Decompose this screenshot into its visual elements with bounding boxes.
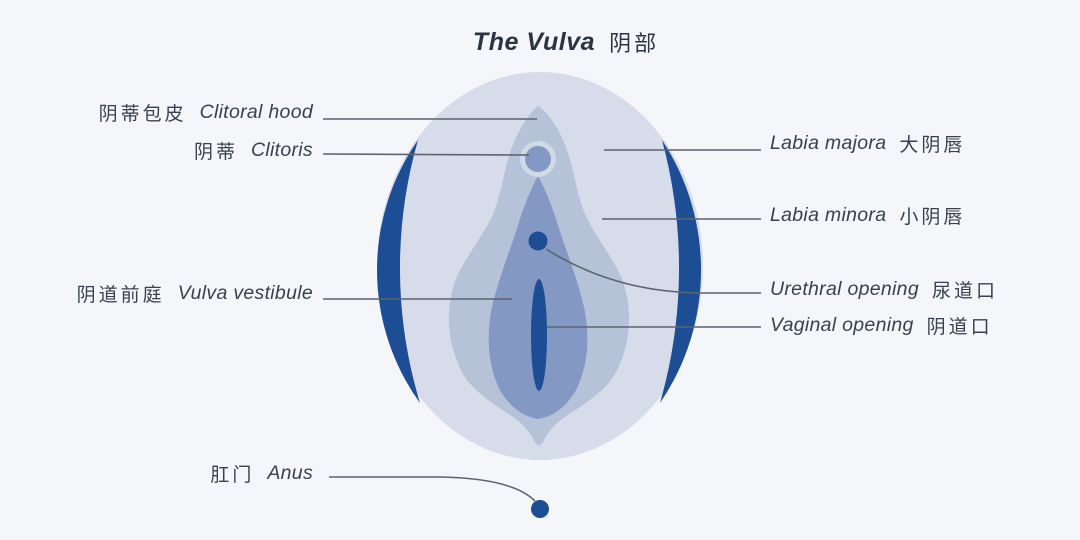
clitoris-shape <box>525 146 551 172</box>
label-vaginal-opening: Vaginal opening 阴道口 <box>770 311 993 339</box>
labia-minora-zh: 小阴唇 <box>899 206 966 228</box>
urethral-opening-en: Urethral opening <box>770 277 919 300</box>
anus-dot <box>531 500 549 518</box>
label-clitoris: 阴蒂 Clitoris <box>194 136 313 164</box>
clitoris-zh: 阴蒂 <box>193 141 238 163</box>
connector-lines <box>322 118 761 502</box>
title-chinese: 阴部 <box>609 31 660 56</box>
vulva-vestibule-en: Vulva vestibule <box>177 281 313 304</box>
left-crescent-shape <box>377 140 420 403</box>
label-clitoral-hood: 阴蒂包皮 Clitoral hood <box>99 98 313 126</box>
vulva-vestibule-zh: 阴道前庭 <box>76 284 165 306</box>
clitoris-line <box>322 153 530 156</box>
page-title: The Vulva 阴部 <box>473 26 659 58</box>
labia-majora-en: Labia majora <box>770 131 887 154</box>
vaginal-opening-en: Vaginal opening <box>770 313 914 336</box>
label-labia-minora: Labia minora 小阴唇 <box>770 201 965 229</box>
label-vulva-vestibule: 阴道前庭 Vulva vestibule <box>77 279 313 307</box>
urethral-opening-line <box>545 248 761 294</box>
right-crescent-shape <box>660 140 702 403</box>
title-english: The Vulva <box>472 27 596 56</box>
clitoral-hood-en: Clitoral hood <box>199 100 313 123</box>
vaginal-opening-zh: 阴道口 <box>926 316 993 338</box>
labia-minora-en: Labia minora <box>770 203 887 226</box>
anus-zh: 肛门 <box>210 464 255 486</box>
label-anus: 肛门 Anus <box>210 459 313 487</box>
urethral-opening-dot <box>528 231 548 251</box>
label-urethral-opening: Urethral opening 尿道口 <box>770 275 998 303</box>
clitoris-en: Clitoris <box>251 138 313 161</box>
labia-majora-zh: 大阴唇 <box>899 134 966 156</box>
anus-line <box>329 476 536 502</box>
urethral-opening-zh: 尿道口 <box>931 280 998 302</box>
vaginal-opening-shape <box>531 279 547 391</box>
label-labia-majora: Labia majora 大阴唇 <box>770 129 965 157</box>
anus-en: Anus <box>267 461 313 484</box>
clitoral-hood-zh: 阴蒂包皮 <box>98 103 187 125</box>
